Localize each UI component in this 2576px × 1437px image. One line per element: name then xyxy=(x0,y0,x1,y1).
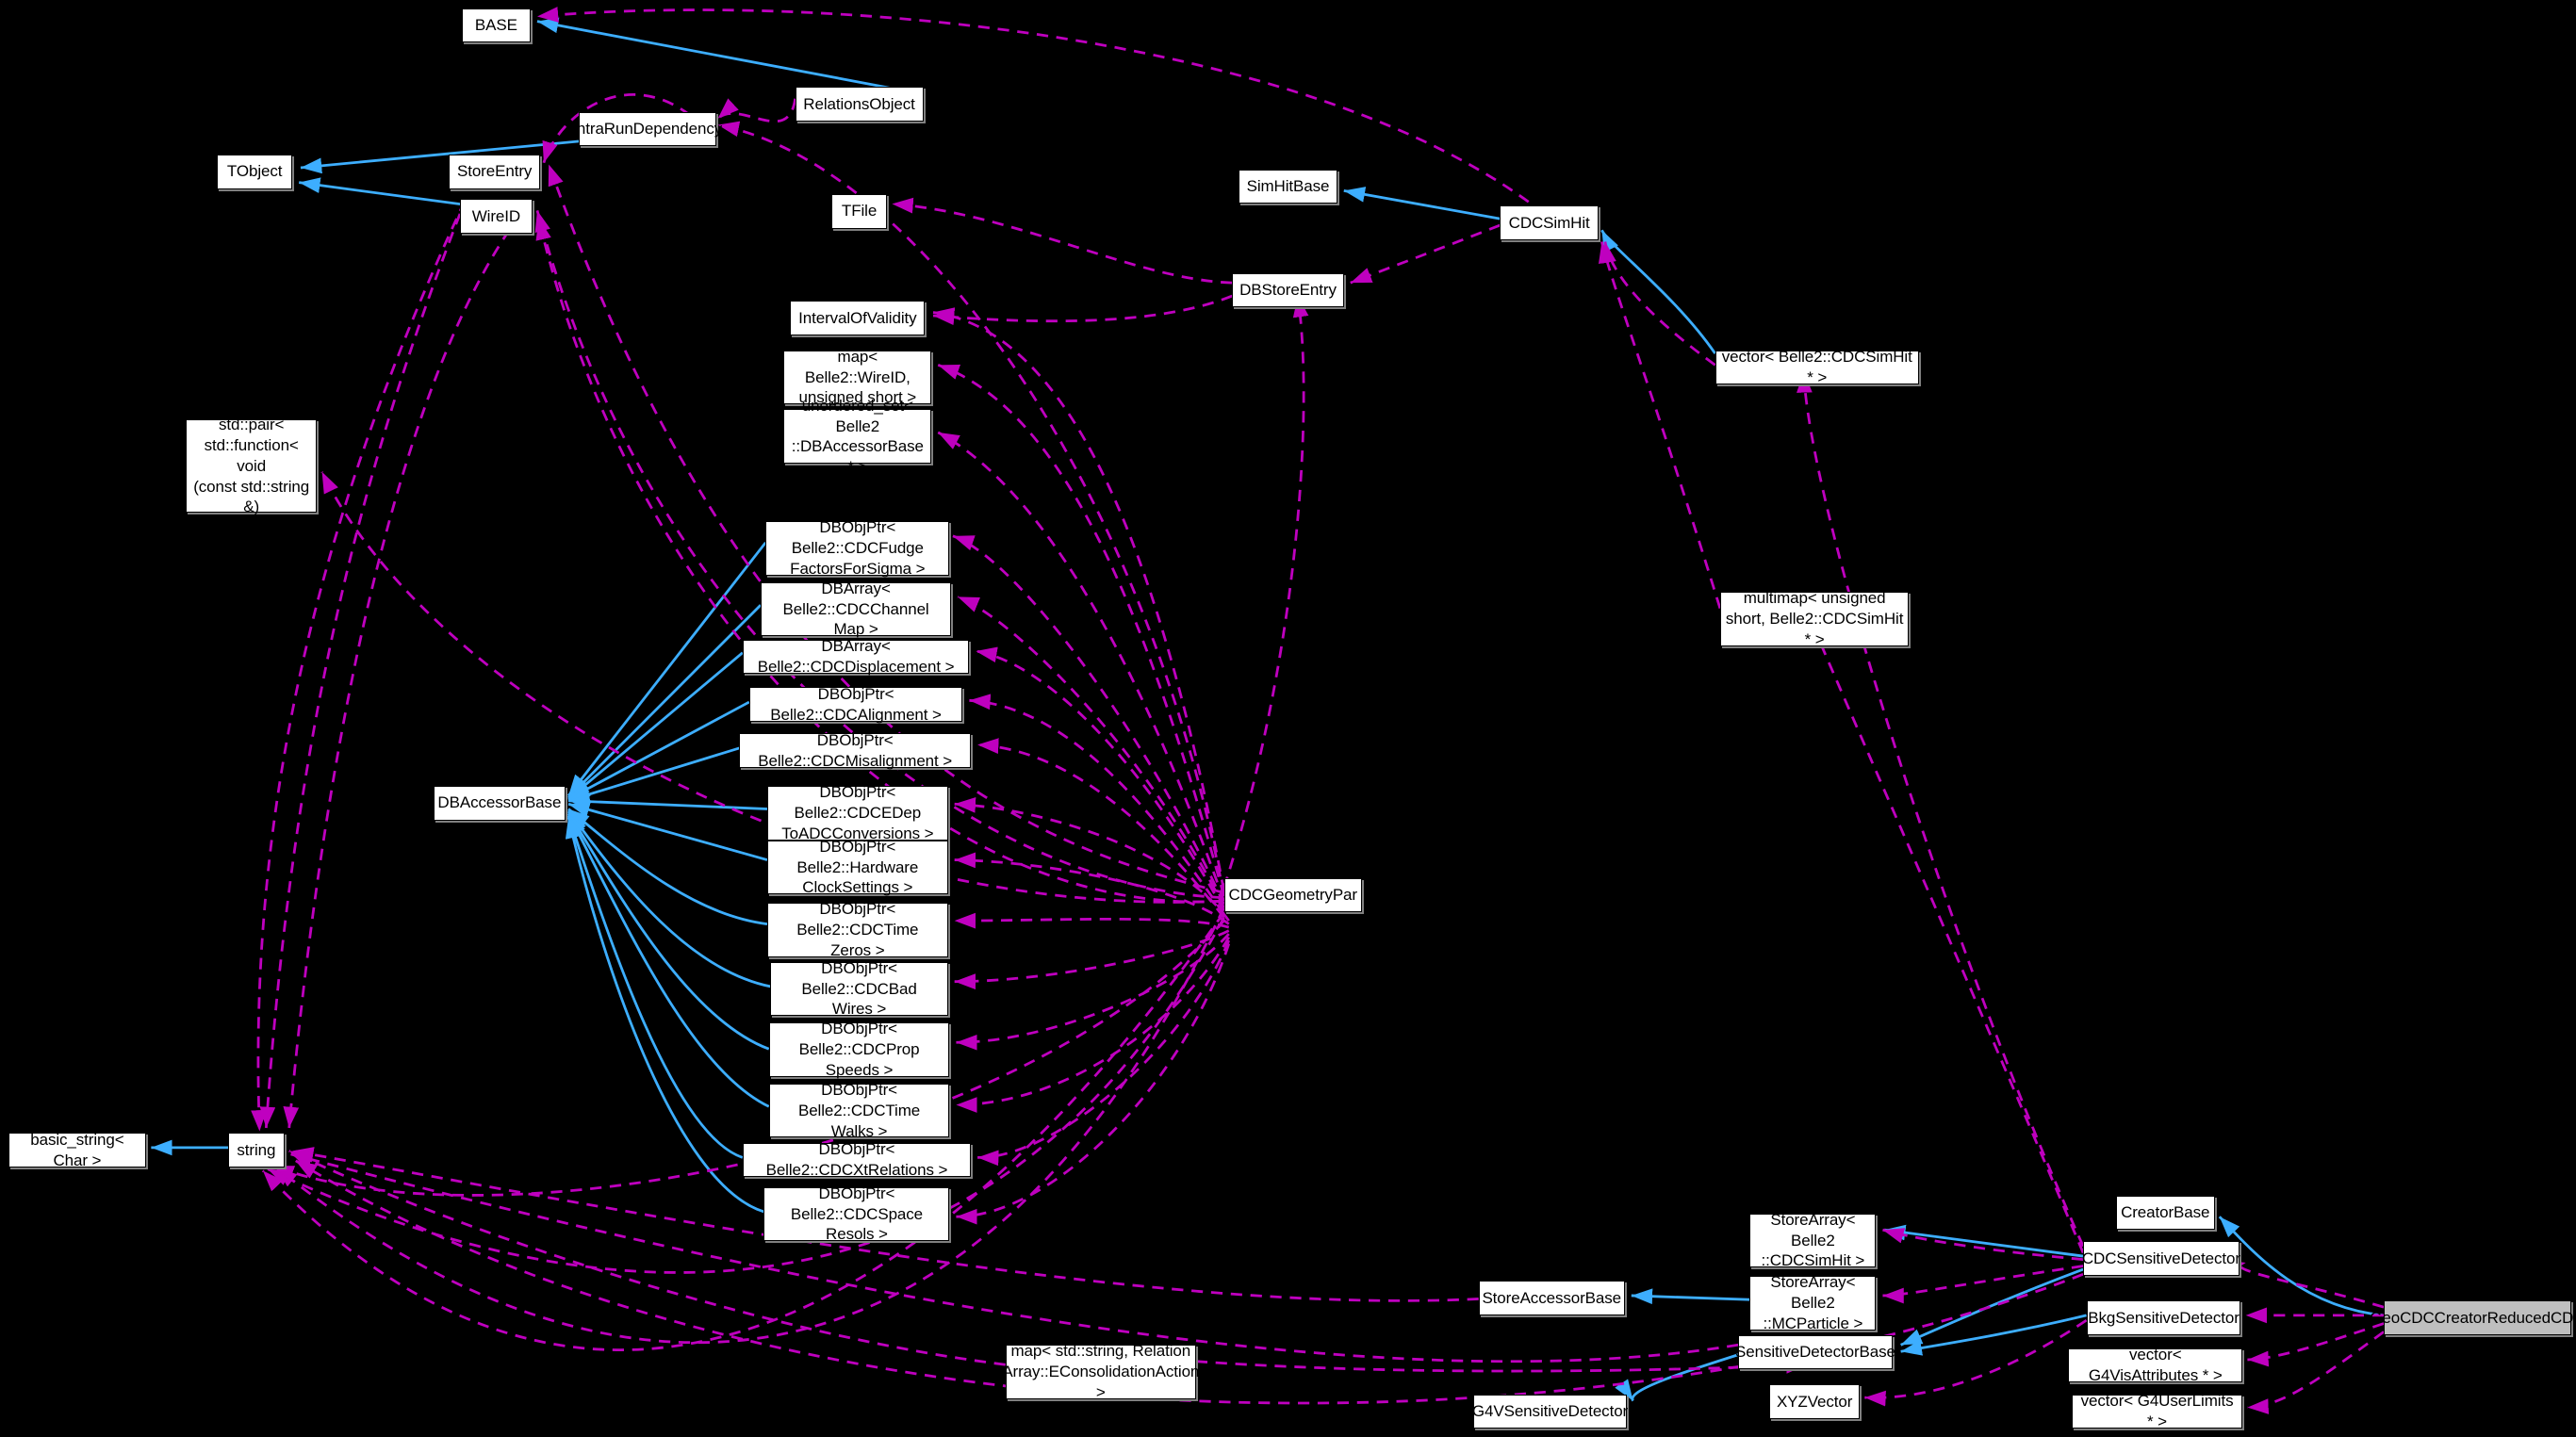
node-dbobjptr-hardwareclocksettings[interactable]: DBObjPtr< Belle2::Hardware ClockSettings… xyxy=(766,838,948,896)
node-label: DBStoreEntry xyxy=(1239,281,1337,300)
node-label: DBArray< Belle2::CDCChannel Map > xyxy=(782,579,929,639)
node-dbobjptr-cdcfudgefactorsforsigma[interactable]: DBObjPtr< Belle2::CDCFudge FactorsForSig… xyxy=(765,518,950,578)
node-cdcsimhit[interactable]: CDCSimHit xyxy=(1500,205,1599,240)
node-label: DBObjPtr< Belle2::CDCAlignment > xyxy=(770,684,942,724)
node-label: DBObjPtr< Belle2::CDCMisalignment > xyxy=(758,730,953,770)
node-dbobjptr-cdcspaceresols[interactable]: DBObjPtr< Belle2::CDCSpace Resols > xyxy=(763,1184,950,1244)
node-dbobjptr-cdcxtrelations[interactable]: DBObjPtr< Belle2::CDCXtRelations > xyxy=(742,1140,972,1179)
node-dbobjptr-cdcbadwires[interactable]: DBObjPtr< Belle2::CDCBad Wires > xyxy=(770,959,948,1018)
node-dbobjptr-cdcpropspeeds[interactable]: DBObjPtr< Belle2::CDCProp Speeds > xyxy=(768,1020,950,1079)
node-label: CDCSimHit xyxy=(1508,213,1590,232)
node-label: unordered_set< Belle2 ::DBAccessorBase *… xyxy=(791,396,924,476)
node-vector-cdcsimhit-ptr[interactable]: vector< Belle2::CDCSimHit * > xyxy=(1715,348,1919,386)
node-label: CreatorBase xyxy=(2121,1202,2210,1221)
node-base[interactable]: BASE xyxy=(461,8,531,43)
node-dbobjptr-cdcmisalignment[interactable]: DBObjPtr< Belle2::CDCMisalignment > xyxy=(739,731,972,770)
node-label: SensitiveDetectorBase xyxy=(1735,1343,1895,1362)
node-basic-string-char[interactable]: basic_string< Char > xyxy=(8,1130,147,1169)
node-label: StoreAccessorBase xyxy=(1482,1288,1622,1307)
node-label: StoreArray< Belle2 ::MCParticle > xyxy=(1763,1273,1863,1332)
node-label: G4VSensitiveDetector xyxy=(1471,1402,1629,1421)
node-tfile[interactable]: TFile xyxy=(830,193,888,229)
node-label: DBObjPtr< Belle2::CDCBad Wires > xyxy=(801,958,917,1019)
node-label: DBArray< Belle2::CDCDisplacement > xyxy=(757,637,955,677)
node-label: vector< G4UserLimits * > xyxy=(2080,1392,2234,1430)
node-label: vector< std::pair< std::function< void (… xyxy=(193,395,310,537)
node-dbobjptr-cdctimezeros[interactable]: DBObjPtr< Belle2::CDCTime Zeros > xyxy=(766,900,948,959)
node-label: IntervalOfValidity xyxy=(798,308,917,327)
node-dbaccessorbase[interactable]: DBAccessorBase xyxy=(434,786,566,821)
node-label: DBObjPtr< Belle2::Hardware ClockSettings… xyxy=(796,837,919,897)
node-intervalofvalidity[interactable]: IntervalOfValidity xyxy=(790,301,926,335)
usage-edges xyxy=(251,7,2385,1414)
node-map-string-econsolidationaction[interactable]: map< std::string, Relation Array::EConso… xyxy=(1002,1342,1199,1401)
node-intrarundependency[interactable]: IntraRunDependency xyxy=(572,111,722,147)
node-label: DBObjPtr< Belle2::CDCTime Walks > xyxy=(797,1081,921,1140)
node-label: DBObjPtr< Belle2::CDCXtRelations > xyxy=(765,1140,948,1179)
node-label: IntraRunDependency xyxy=(572,120,723,139)
node-dbobjptr-cdcedeptoadcconversions[interactable]: DBObjPtr< Belle2::CDCEDep ToADCConversio… xyxy=(766,783,948,842)
node-label: multimap< unsigned short, Belle2::CDCSim… xyxy=(1725,589,1904,648)
node-cdcsensitivedetector[interactable]: CDCSensitiveDetector xyxy=(2081,1241,2240,1276)
node-bkgsensitivedetector[interactable]: BkgSensitiveDetector xyxy=(2086,1300,2241,1335)
node-label: DBObjPtr< Belle2::CDCProp Speeds > xyxy=(798,1020,920,1079)
node-simhitbase[interactable]: SimHitBase xyxy=(1239,169,1337,204)
node-label: WireID xyxy=(471,206,521,225)
node-wireid[interactable]: WireID xyxy=(460,199,533,234)
node-dbstoreentry[interactable]: DBStoreEntry xyxy=(1232,272,1344,308)
node-label: DBObjPtr< Belle2::CDCTime Zeros > xyxy=(796,900,919,959)
node-label: CDCSensitiveDetector xyxy=(2081,1249,2240,1267)
node-label: StoreArray< Belle2 ::CDCSimHit > xyxy=(1761,1210,1865,1270)
node-vector-g4visattributes[interactable]: vector< G4VisAttributes * > xyxy=(2068,1346,2243,1385)
node-label: TObject xyxy=(226,162,283,181)
node-xyzvector[interactable]: XYZVector xyxy=(1769,1384,1861,1419)
node-label: map< std::string, Relation Array::EConso… xyxy=(1002,1342,1200,1401)
node-label: DBObjPtr< Belle2::CDCEDep ToADCConversio… xyxy=(781,783,934,842)
node-storearray-mcparticle[interactable]: StoreArray< Belle2 ::MCParticle > xyxy=(1749,1273,1877,1332)
node-vector-g4userlimits[interactable]: vector< G4UserLimits * > xyxy=(2071,1392,2243,1430)
node-g4vsensitivedetector[interactable]: G4VSensitiveDetector xyxy=(1471,1394,1629,1429)
node-storeentry[interactable]: StoreEntry xyxy=(448,155,541,189)
node-creatorbase[interactable]: CreatorBase xyxy=(2115,1195,2215,1231)
node-dbobjptr-cdcalignment[interactable]: DBObjPtr< Belle2::CDCAlignment > xyxy=(748,685,963,724)
node-dbarray-cdcdisplacement[interactable]: DBArray< Belle2::CDCDisplacement > xyxy=(742,637,970,676)
node-label: DBAccessorBase xyxy=(437,793,562,812)
node-label: BkgSensitiveDetector xyxy=(2088,1308,2240,1327)
node-label: CDCGeometryPar xyxy=(1228,886,1357,905)
node-relationsobject[interactable]: RelationsObject xyxy=(795,87,924,122)
node-label: TFile xyxy=(841,202,878,220)
node-dbobjptr-cdctimewalks[interactable]: DBObjPtr< Belle2::CDCTime Walks > xyxy=(768,1081,950,1140)
node-label: basic_string< Char > xyxy=(30,1130,124,1169)
node-label: BASE xyxy=(474,16,517,35)
node-label: DBObjPtr< Belle2::CDCSpace Resols > xyxy=(790,1184,924,1244)
node-vector-pair-function-bool[interactable]: vector< std::pair< std::function< void (… xyxy=(185,396,318,536)
node-storeaccessorbase[interactable]: StoreAccessorBase xyxy=(1478,1281,1625,1315)
node-label: RelationsObject xyxy=(803,94,915,113)
node-label: DBObjPtr< Belle2::CDCFudge FactorsForSig… xyxy=(790,518,926,578)
node-dbarray-cdcchannelmap[interactable]: DBArray< Belle2::CDCChannel Map > xyxy=(761,579,952,639)
node-label: string xyxy=(237,1140,276,1159)
node-tobject[interactable]: TObject xyxy=(217,155,293,189)
node-multimap-ushort-cdcsimhit[interactable]: multimap< unsigned short, Belle2::CDCSim… xyxy=(1719,589,1910,648)
node-sensitivedetectorbase[interactable]: SensitiveDetectorBase xyxy=(1735,1334,1895,1370)
node-label: GeoCDCCreatorReducedCDC xyxy=(2370,1308,2576,1327)
node-geocdccreatorreducedcdc[interactable]: GeoCDCCreatorReducedCDC xyxy=(2370,1300,2576,1335)
node-label: XYZVector xyxy=(1776,1392,1853,1411)
node-unordered-set-dbaccessorbase[interactable]: unordered_set< Belle2 ::DBAccessorBase *… xyxy=(783,397,932,476)
node-label: vector< Belle2::CDCSimHit * > xyxy=(1721,348,1912,386)
node-cdcgeometrypar[interactable]: CDCGeometryPar xyxy=(1223,877,1362,913)
node-label: StoreEntry xyxy=(456,162,533,181)
node-string[interactable]: string xyxy=(228,1133,285,1168)
node-storearray-cdcsimhit[interactable]: StoreArray< Belle2 ::CDCSimHit > xyxy=(1749,1211,1877,1269)
node-label: SimHitBase xyxy=(1246,177,1330,196)
node-label: vector< G4VisAttributes * > xyxy=(2088,1346,2223,1385)
